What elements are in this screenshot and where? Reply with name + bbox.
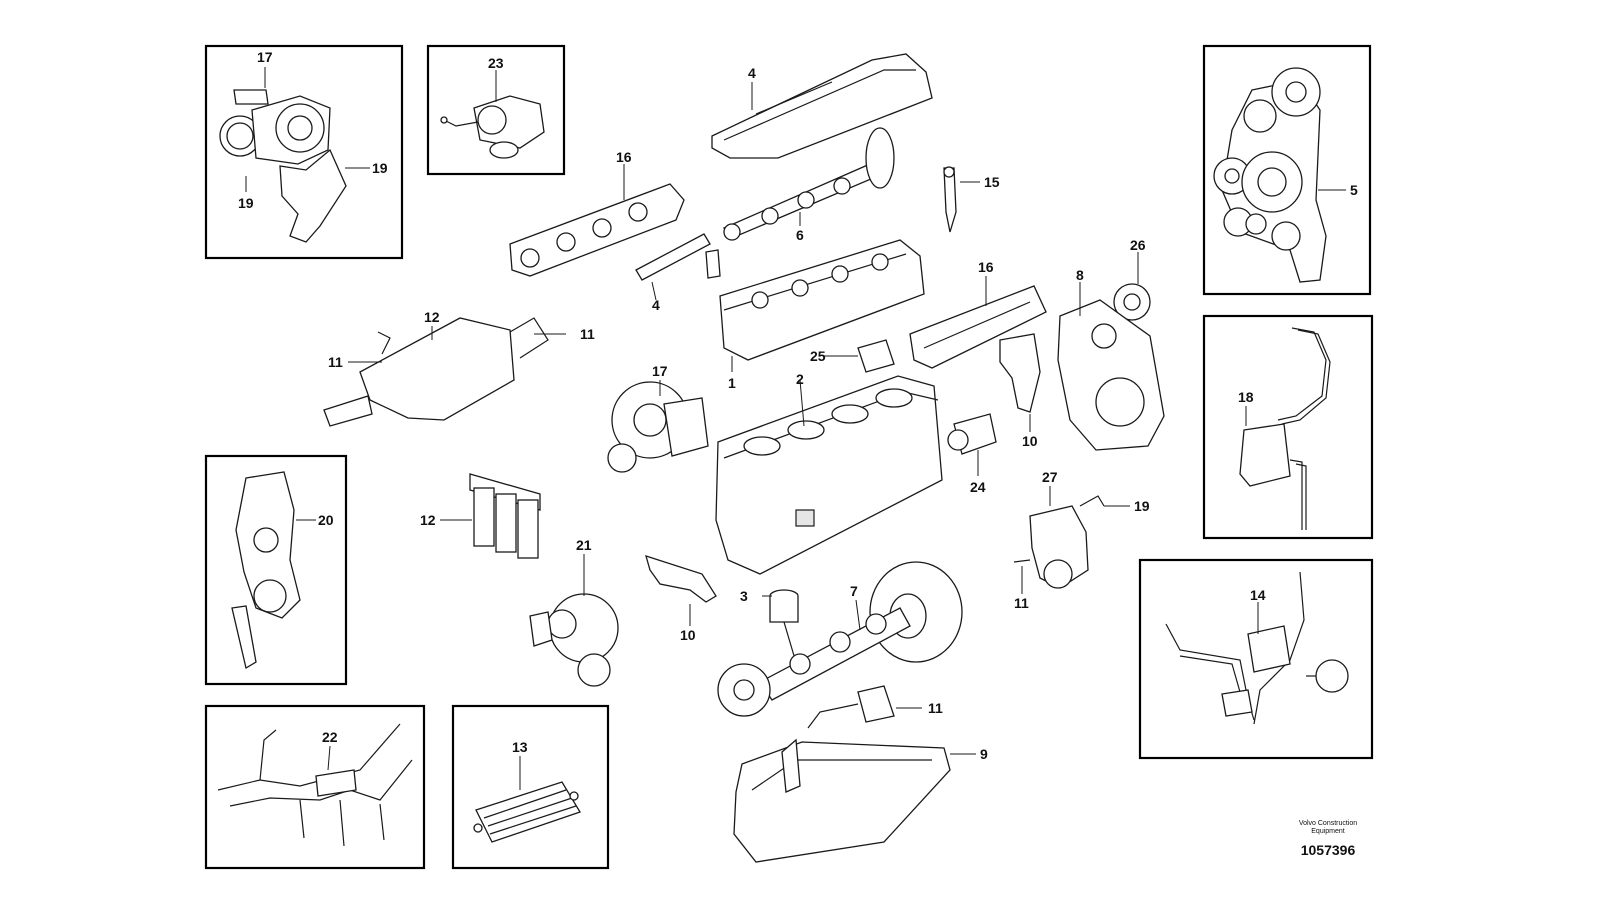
part-flywheel-7 [869, 561, 963, 663]
callout-4: 4 [748, 65, 756, 81]
credit-line-1: Volvo Construction [1298, 820, 1358, 827]
callout-9: 9 [980, 746, 988, 762]
callout-13: 13 [512, 739, 528, 755]
part-fuel-filters-12 [469, 473, 541, 559]
part-crankshaft-7 [717, 607, 911, 717]
part-injector-15 [943, 166, 957, 233]
callout-16: 16 [978, 259, 994, 275]
callout-19: 19 [372, 160, 388, 176]
callout-11: 11 [1014, 595, 1029, 611]
callout-26: 26 [1130, 237, 1146, 253]
part-camshaft-6 [722, 127, 895, 241]
publisher-credit: Volvo Construction Equipment 1057396 [1268, 820, 1388, 858]
callout-5: 5 [1350, 182, 1358, 198]
callout-18: 18 [1238, 389, 1254, 405]
inset-pump-18 [1202, 314, 1374, 540]
callout-17: 17 [257, 49, 273, 65]
callout-6: 6 [796, 227, 804, 243]
callout-2: 2 [796, 371, 804, 387]
callout-15: 15 [984, 174, 1000, 190]
callout-1: 1 [728, 375, 736, 391]
part-pulley-26 [1113, 283, 1151, 321]
part-oil-pickup-11 [807, 685, 895, 729]
callout-23: 23 [488, 55, 504, 71]
callout-21: 21 [576, 537, 592, 553]
callout-10: 10 [680, 627, 696, 643]
inset-turbocharger-17 [204, 44, 404, 260]
part-bracket-10-upper [999, 333, 1041, 413]
callout-19: 19 [1134, 498, 1150, 514]
inset-timing-gears-5 [1202, 44, 1372, 296]
callout-14: 14 [1250, 587, 1266, 603]
part-piston-3 [769, 589, 801, 677]
inset-turbo-actuator-23 [426, 44, 566, 176]
callout-4: 4 [652, 297, 660, 313]
callout-11: 11 [328, 354, 343, 370]
inset-oil-cooler-13 [451, 704, 610, 870]
callout-10: 10 [1022, 433, 1038, 449]
part-exhaust-manifold-16 [509, 183, 685, 277]
part-oil-filter-housing-12 [323, 317, 549, 427]
illustration-number: 1057396 [1300, 842, 1356, 858]
callout-22: 22 [322, 729, 338, 745]
part-oil-pan-9 [733, 738, 951, 863]
callout-8: 8 [1076, 267, 1084, 283]
callout-20: 20 [318, 512, 334, 528]
inset-oil-pump-20 [204, 454, 348, 686]
part-cylinder-head-1 [719, 239, 925, 361]
callout-11: 11 [928, 700, 943, 716]
callout-17: 17 [652, 363, 668, 379]
callout-12: 12 [424, 309, 440, 325]
part-timing-cover-8 [1057, 299, 1165, 451]
part-rocker-shaft-4 [635, 233, 721, 281]
part-bracket-10-lower [645, 555, 717, 603]
part-starter-24 [947, 413, 997, 455]
part-turbocharger-17 [607, 381, 709, 473]
callout-24: 24 [970, 479, 986, 495]
leader-lines [245, 67, 1346, 790]
callout-7: 7 [850, 583, 858, 599]
callout-3: 3 [740, 588, 748, 604]
credit-line-2: Equipment [1311, 828, 1345, 835]
callout-12: 12 [420, 512, 436, 528]
part-sensor-25 [857, 339, 895, 373]
callouts: 17 19 19 23 4 16 6 15 5 26 8 16 4 12 11 … [238, 49, 1358, 762]
callout-16: 16 [616, 149, 632, 165]
callout-27: 27 [1042, 469, 1058, 485]
callout-11: 11 [580, 326, 595, 342]
inset-engine-harness-22 [204, 704, 426, 870]
part-intake-manifold-16 [909, 285, 1047, 369]
part-air-compressor-27 [1013, 495, 1105, 589]
part-cylinder-block-2 [715, 375, 943, 575]
inset-wiring-harness-14 [1138, 558, 1374, 760]
callout-19: 19 [238, 195, 254, 211]
callout-25: 25 [810, 348, 826, 364]
part-valve-cover-4 [711, 53, 933, 159]
part-coolant-pump-21 [529, 593, 619, 687]
